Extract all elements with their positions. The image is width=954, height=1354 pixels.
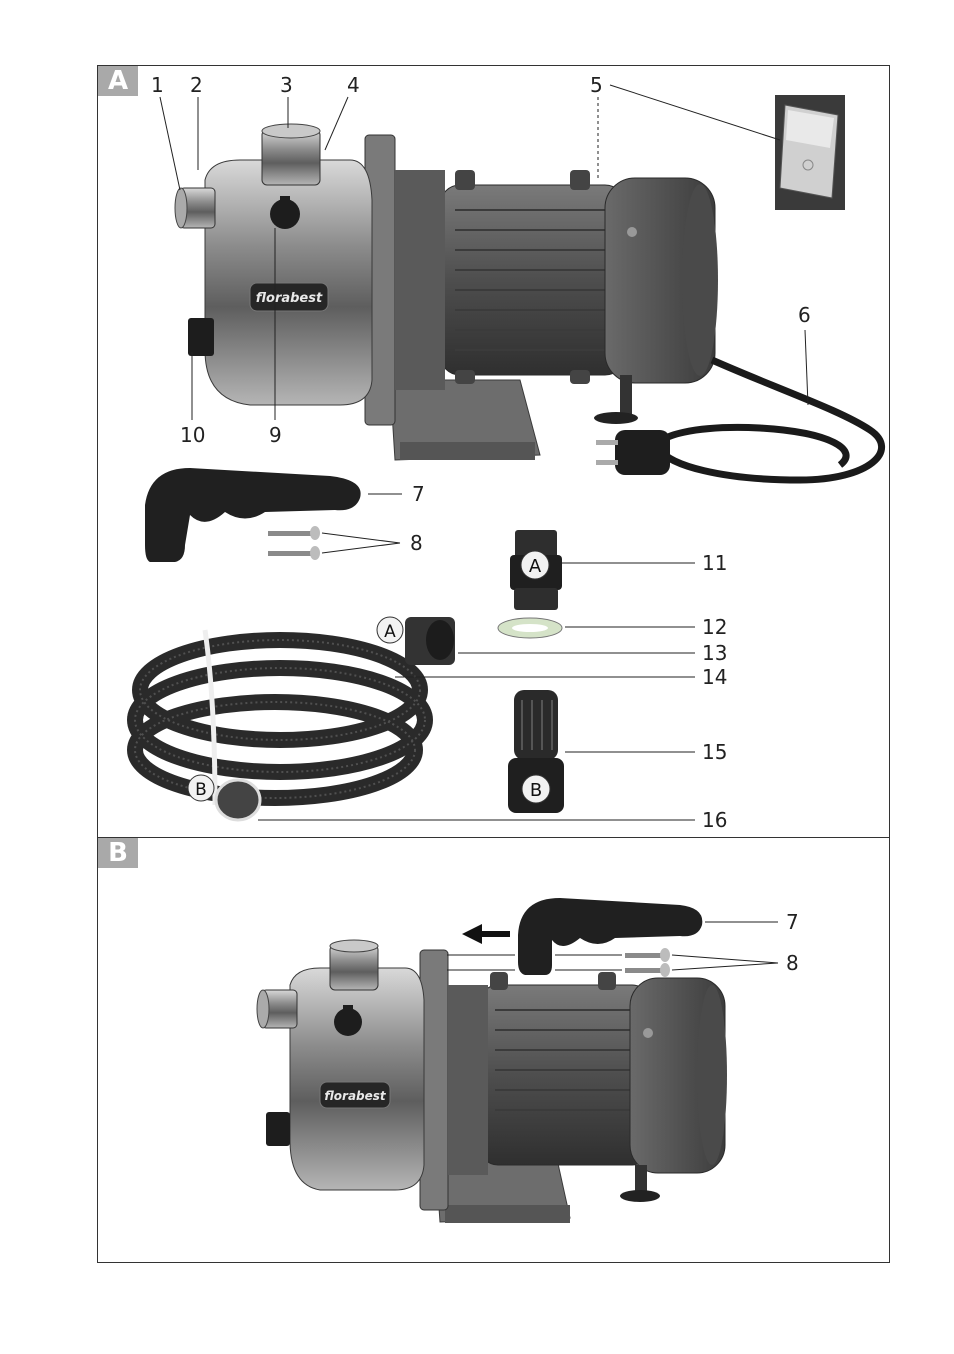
callout-b-7: 7 [786,910,799,934]
callout-6: 6 [798,303,811,327]
callout-b-8: 8 [786,951,799,975]
suction-hose [127,632,433,806]
hose-a-letter: A [384,622,396,642]
callout-2: 2 [190,73,203,97]
callout-11: 11 [702,551,728,575]
callout-1: 1 [151,73,164,97]
adapter-a [510,530,562,610]
callout-14: 14 [702,665,728,689]
callout-10: 10 [180,423,206,447]
callout-5: 5 [590,73,603,97]
power-plug [596,430,670,475]
callout-12: 12 [702,615,728,639]
power-cable [655,356,885,484]
section-b-frame [97,837,890,1263]
callout-4: 4 [347,73,360,97]
washer-hole [512,624,548,632]
adapter-b-letter: B [530,780,542,801]
foot-valve-b [508,690,564,813]
handle-a [145,468,361,562]
hose-connector-a [405,617,455,665]
callout-9: 9 [269,423,282,447]
callout-13: 13 [702,641,728,665]
pump-a: florabest [174,123,718,461]
brand-logo-b: florabest [324,1089,387,1103]
leader-lines-b [447,921,779,971]
callout-7: 7 [412,482,425,506]
callout-3: 3 [280,73,293,97]
hose-b-letter: B [195,780,207,800]
callout-16: 16 [702,808,728,832]
section-a-badge: A [98,66,138,96]
screws-a [268,526,320,560]
section-b-badge: B [98,838,138,868]
hose-end-b [214,778,262,822]
callout-15: 15 [702,740,728,764]
pump-b: florabest [256,939,727,1223]
screws-b [625,948,670,977]
adapter-a-letter: A [529,556,542,577]
direction-arrow [462,924,510,944]
power-switch [775,95,845,210]
handle-b [518,898,703,975]
leader-lines-a [159,84,809,821]
brand-logo-a: florabest [256,291,323,306]
callout-8: 8 [410,531,423,555]
